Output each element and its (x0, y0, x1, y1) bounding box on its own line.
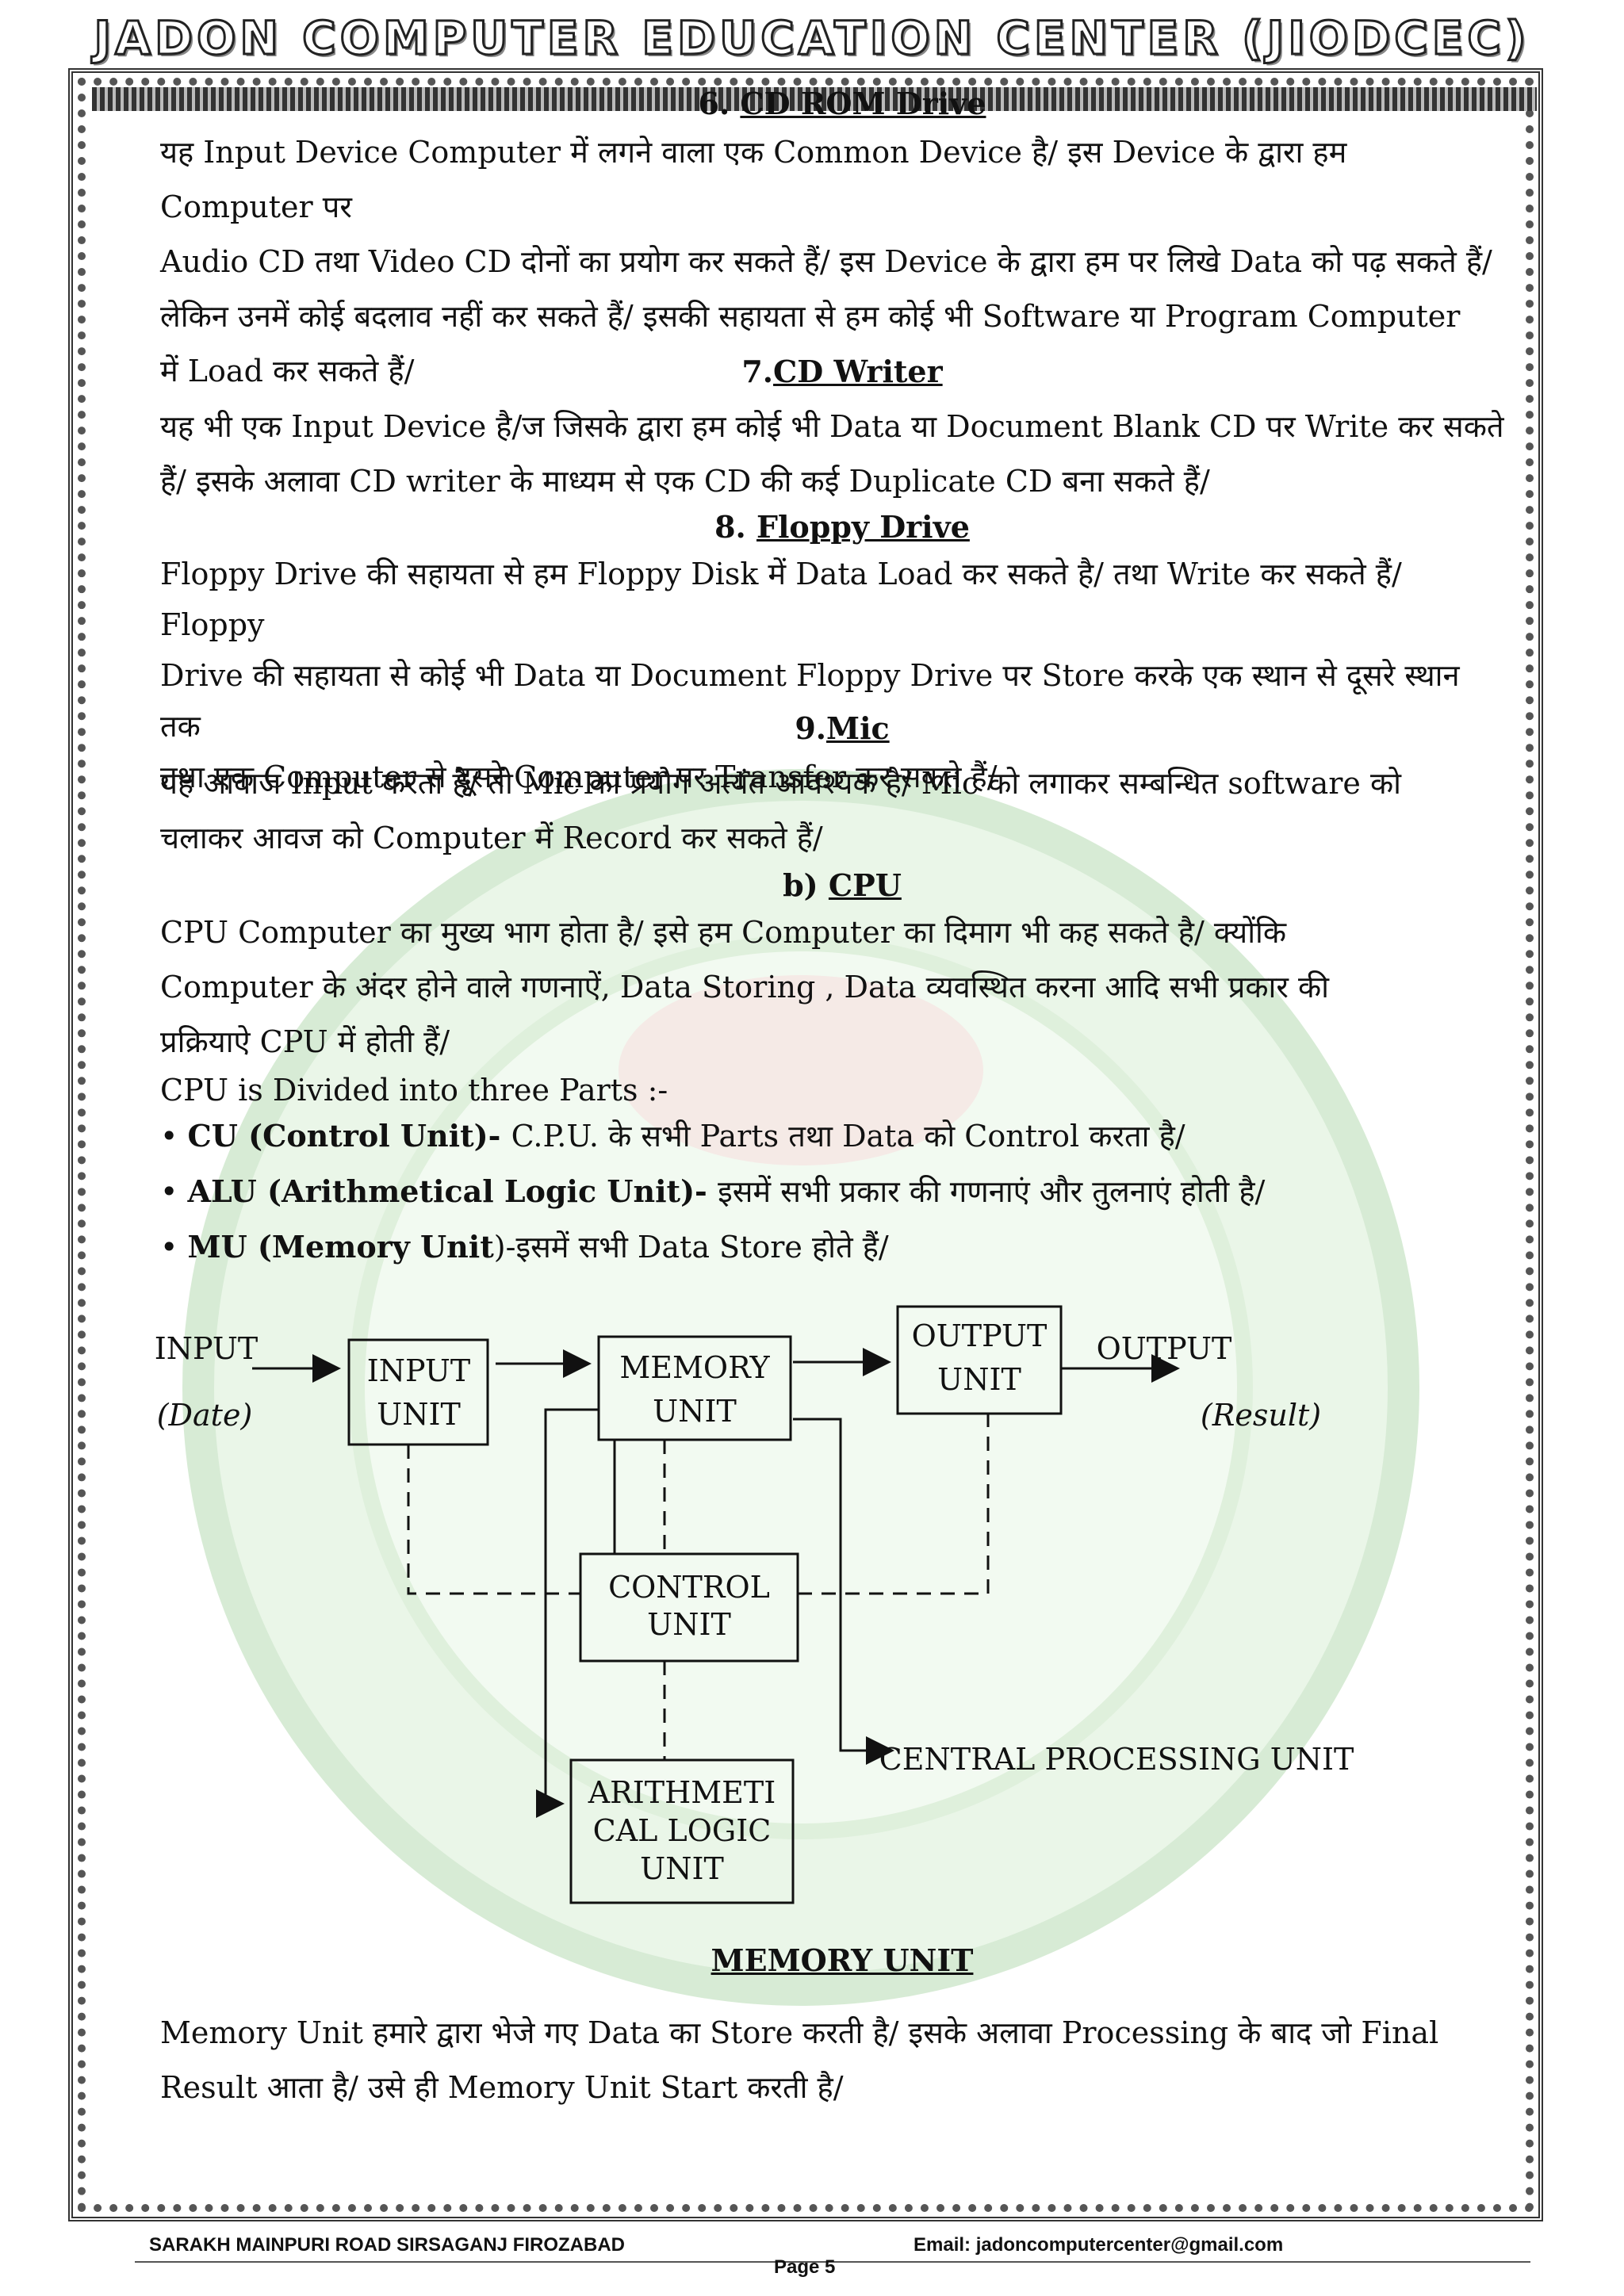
heading-number: 8. (714, 509, 746, 545)
text-line: यह Input Device Computer में लगने वाला ए… (160, 135, 1347, 224)
text-line: लेकिन उनमें कोई बदलाव नहीं कर सकते हैं/ … (160, 299, 1461, 334)
text-line: प्रक्रियाऐ CPU में होती हैं/ (160, 1024, 450, 1059)
text-line: Floppy Drive की सहायता से हम Floppy Disk… (160, 557, 1402, 642)
bullet-term: CU (Control Unit)- (187, 1118, 511, 1154)
header-rule (92, 87, 1537, 111)
heading-text: CPU (828, 867, 902, 903)
heading-text: MEMORY UNIT (710, 1942, 974, 1978)
heading-memory-unit: MEMORY UNIT (160, 1942, 1524, 1978)
page-border-dotted (78, 78, 1534, 2212)
heading-text: CD ROM Drive (740, 86, 986, 121)
bullet-term: MU (Memory Unit (187, 1229, 494, 1265)
heading-cpu: b) CPU (160, 867, 1524, 903)
para-cpu: CPU Computer का मुख्य भाग होता है/ इसे ह… (160, 905, 1508, 1070)
para-cd-rom: यह Input Device Computer में लगने वाला ए… (160, 125, 1508, 399)
para-floppy-drive: Floppy Drive की सहायता से हम Floppy Disk… (160, 549, 1508, 802)
text-line: CPU Computer का मुख्य भाग होता है/ इसे ह… (160, 915, 1287, 950)
heading-text: Floppy Drive (756, 509, 970, 545)
header-title: JADON COMPUTER EDUCATION CENTER (JIODCEC… (93, 10, 1530, 67)
text-line: में Load कर सकते हैं/ (160, 354, 415, 388)
footer-address: SARAKH MAINPURI ROAD SIRSAGANJ FIROZABAD (149, 2234, 626, 2256)
page-border-outer (68, 68, 1543, 2221)
text-line: Computer के अंदर होने वाले गणनाऐं, Data … (160, 970, 1329, 1004)
text-line: Result आता है/ उसे ही Memory Unit Start … (160, 2070, 844, 2105)
para-cd-writer: यह भी एक Input Device है/ज जिसके द्वारा … (160, 400, 1508, 509)
heading-cd-writer: 7.CD Writer (160, 354, 1524, 389)
heading-text: Mic (826, 710, 890, 746)
text-line: Audio CD तथा Video CD दोनों का प्रयोग कर… (160, 244, 1492, 279)
text-line: चलाकर आवज को Computer में Record कर सकते… (160, 821, 823, 855)
heading-cd-rom: 6. CD ROM Drive (160, 86, 1524, 121)
text-line: यह आवाज Input करता है/ तो Mic का प्रयोग … (160, 766, 1401, 801)
cpu-parts-intro: CPU is Divided into three Parts :- (160, 1073, 668, 1108)
text-line: यह भी एक Input Device है/ज जिसके द्वारा … (160, 409, 1504, 444)
heading-number: 9. (795, 710, 827, 746)
page-number: Page 5 (774, 2256, 836, 2278)
heading-number: 6. (698, 86, 730, 121)
text-line: तथा एक Computer से दूसरे Computer पर Tra… (160, 760, 998, 794)
heading-number: b) (783, 867, 818, 903)
text-line: हैं/ इसके अलावा CD writer के माध्यम से ए… (160, 464, 1210, 499)
para-mic: यह आवाज Input करता है/ तो Mic का प्रयोग … (160, 756, 1508, 866)
heading-floppy-drive: 8. Floppy Drive (160, 509, 1524, 545)
bullet-cu: • CU (Control Unit)- C.P.U. के सभी Parts… (160, 1118, 1185, 1154)
text-line: Memory Unit हमारे द्वारा भेजे गए Data का… (160, 2015, 1439, 2050)
bullet-text: )-इसमें सभी Data Store होते हैं/ (493, 1230, 889, 1265)
bullet-text: C.P.U. के सभी Parts तथा Data को Control … (511, 1119, 1185, 1154)
heading-text: CD Writer (773, 354, 943, 389)
text-line: Drive की सहायता से कोई भी Data या Docume… (160, 658, 1460, 744)
bullet-mu: • MU (Memory Unit)-इसमें सभी Data Store … (160, 1229, 889, 1265)
footer-rule (135, 2261, 1530, 2263)
bullet-text: इसमें सभी प्रकार की गणनाएं और तुलनाएं हो… (718, 1174, 1266, 1209)
heading-mic: 9.Mic (160, 710, 1524, 746)
footer-email: Email: jadoncomputercenter@gmail.com (914, 2234, 1284, 2256)
bullet-alu: • ALU (Arithmetical Logic Unit)- इसमें स… (160, 1173, 1266, 1209)
bullet-term: ALU (Arithmetical Logic Unit)- (187, 1173, 718, 1209)
cpu-parts-list: CPU is Divided into three Parts :- • CU … (160, 1067, 1508, 1270)
heading-number: 7. (741, 354, 774, 389)
para-memory-unit: Memory Unit हमारे द्वारा भेजे गए Data का… (160, 2006, 1508, 2115)
